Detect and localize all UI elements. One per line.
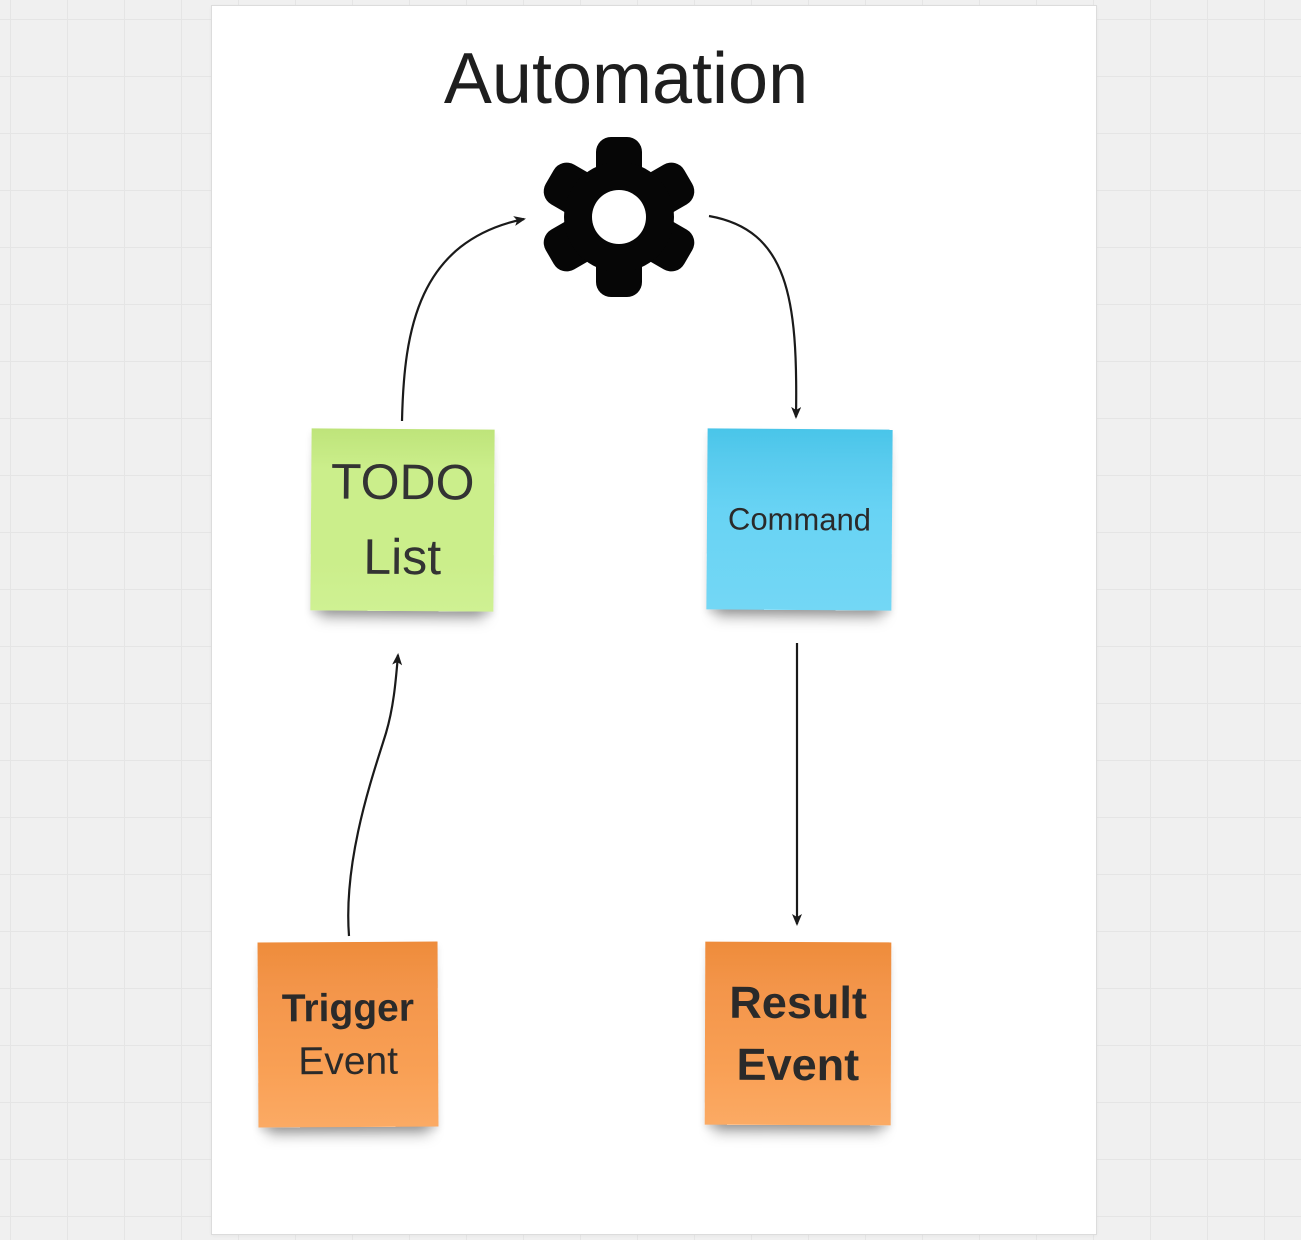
sticky-note-trigger[interactable]: Trigger Event xyxy=(257,941,439,1128)
note-result-line2: Event xyxy=(736,1038,860,1090)
arrow-gear-to-command[interactable] xyxy=(708,214,802,419)
note-trigger-line1: Trigger xyxy=(281,986,415,1030)
sticky-note-todo[interactable]: TODO List xyxy=(310,428,495,612)
sticky-note-command[interactable]: Command xyxy=(706,428,893,611)
note-trigger-line2: Event xyxy=(298,1039,399,1083)
gear-icon[interactable] xyxy=(529,127,709,307)
note-todo-line2: List xyxy=(363,528,442,586)
note-result-line1: Result xyxy=(729,976,867,1028)
arrow-trigger-to-todo[interactable] xyxy=(347,653,403,937)
sticky-note-result[interactable]: Result Event xyxy=(704,941,892,1126)
board-title[interactable]: Automation xyxy=(443,39,809,119)
note-command-line1: Command xyxy=(727,501,872,537)
arrow-todo-to-gear[interactable] xyxy=(400,216,526,422)
note-todo-line1: TODO xyxy=(330,453,475,511)
